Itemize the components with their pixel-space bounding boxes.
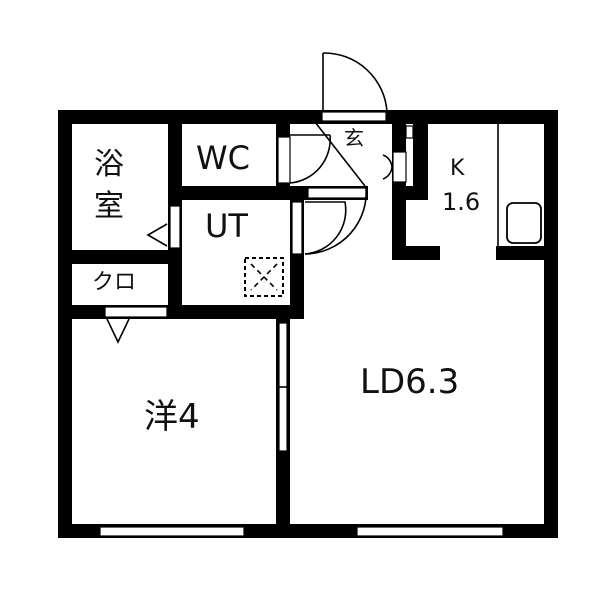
washer-space [244,257,284,297]
room-label-kitchen-size: 1.6 [442,188,481,216]
shoe-cabinet [382,125,414,183]
windows [99,111,504,537]
room-label-ut: UT [205,207,248,245]
sink-icon [506,202,542,244]
room-label-entrance: 玄 [344,126,364,150]
room-label-ld: LD6.3 [360,362,460,402]
bath-door [146,205,181,249]
closet-door [104,306,168,344]
room-label-closet: クロ [92,270,137,295]
room-label-wc: WC [196,139,250,177]
wc-door [277,121,366,187]
sliding-door [278,322,288,452]
front-door [322,52,388,113]
outer-walls [58,110,558,538]
interior-walls [58,110,558,538]
kitchen-counter [497,124,542,246]
room-label-western: 洋4 [144,397,200,437]
room-label-bath-1: 浴 [94,147,124,182]
room-label-kitchen: K [450,156,465,181]
room-label-bath-2: 室 [94,189,124,224]
ut-door [291,185,368,255]
